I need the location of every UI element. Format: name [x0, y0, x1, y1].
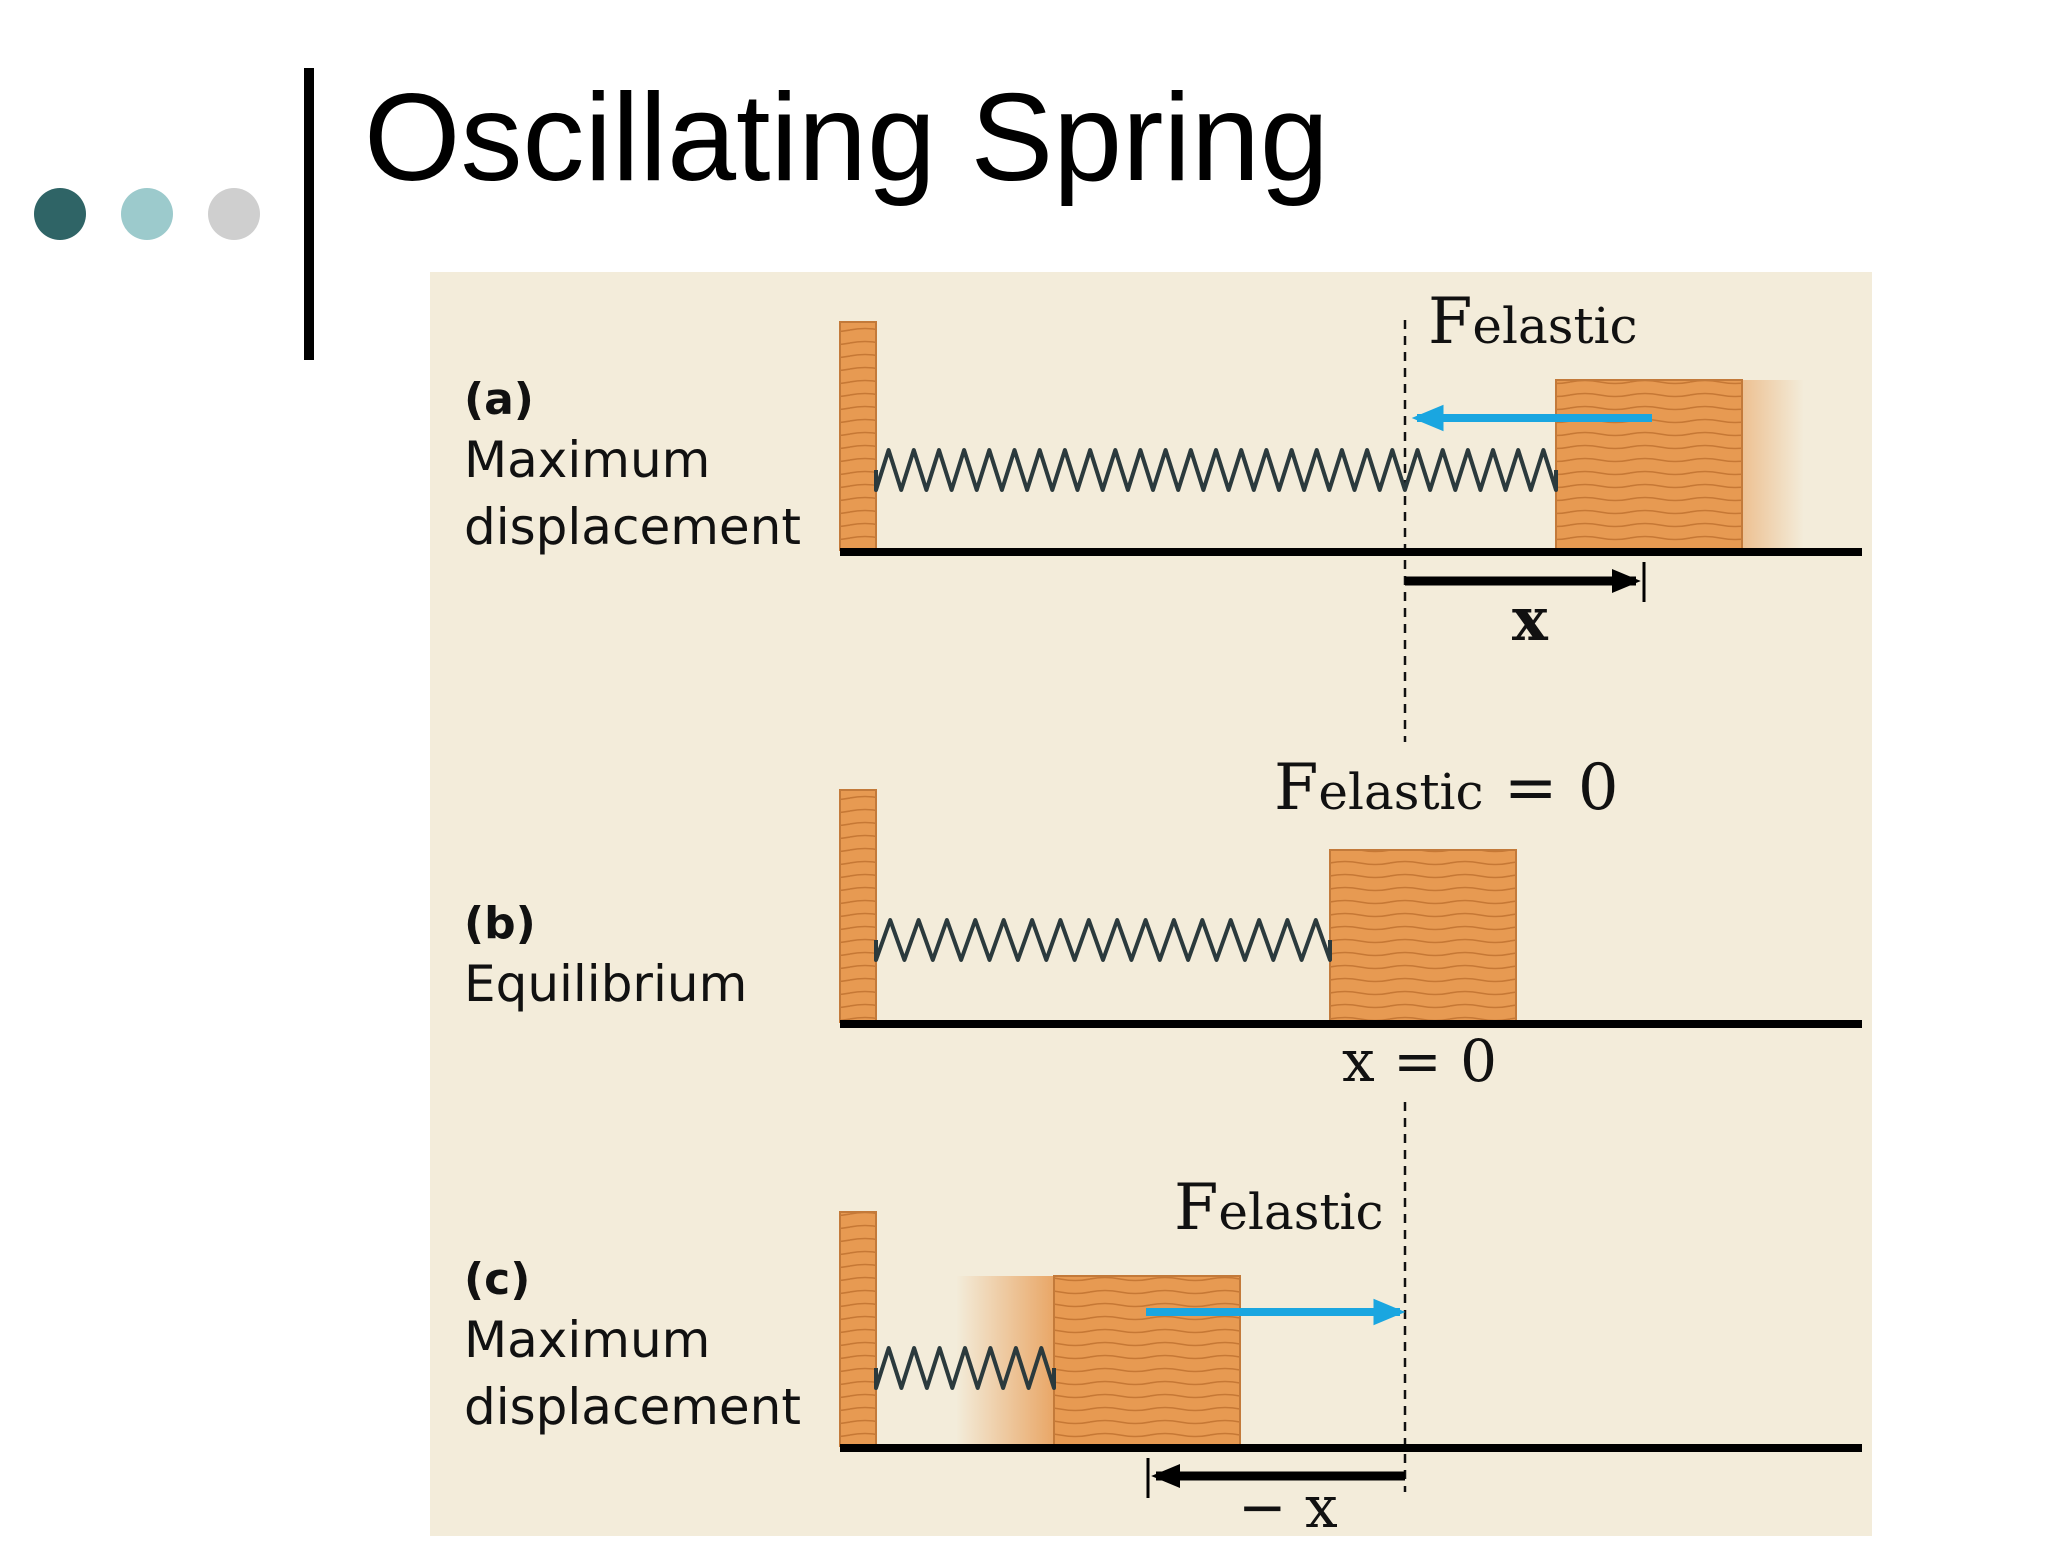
panel-b-description: Equilibrium: [464, 955, 748, 1013]
panel-c-description-line-2: displacement: [464, 1378, 801, 1436]
displacement-label-b: x = 0: [1342, 1027, 1498, 1095]
panel-b-tag: (b): [464, 898, 536, 949]
block-c: [1053, 1275, 1241, 1447]
force-equals-zero-b: = 0: [1483, 751, 1619, 825]
panel-a-tag: (a): [464, 374, 534, 425]
spring-diagram: (a) Maximum displacement (b) Equilibrium…: [430, 272, 1872, 1536]
panel-a-description-line-1: Maximum: [464, 431, 711, 489]
spring-a: [874, 448, 1558, 492]
diagram-graphics: [839, 320, 1862, 1498]
title-divider: [304, 68, 314, 360]
panel-b-graphic: [839, 789, 1862, 1028]
bullet-dot-light: [121, 188, 173, 240]
panel-c-tag: (c): [464, 1254, 531, 1305]
wall-c: [839, 1211, 877, 1447]
wall-a: [839, 321, 877, 551]
block-b: [1329, 849, 1517, 1023]
force-subscript-a: elastic: [1472, 297, 1638, 355]
wall-b: [839, 789, 877, 1023]
panel-a-label: (a) Maximum displacement: [464, 372, 801, 561]
displacement-label-c: − x: [1238, 1473, 1338, 1541]
spring-c: [874, 1346, 1056, 1390]
force-symbol-a: F: [1428, 285, 1473, 359]
panel-a-graphic: [839, 321, 1862, 602]
panel-a-description-line-2: displacement: [464, 498, 801, 556]
panel-b-label: (b) Equilibrium: [464, 896, 747, 1018]
force-label-c: Felastic: [1174, 1176, 1384, 1240]
force-label-b: Felastic = 0: [1274, 756, 1619, 820]
panel-c-label: (c) Maximum displacement: [464, 1252, 801, 1441]
force-label-a: Felastic: [1428, 290, 1638, 354]
bullet-dot-dark: [34, 188, 86, 240]
spring-b: [874, 918, 1332, 962]
force-subscript-b: elastic: [1318, 763, 1484, 821]
slide-title: Oscillating Spring: [364, 69, 1329, 207]
bullet-dot-grey: [208, 188, 260, 240]
block-a: [1555, 379, 1743, 551]
force-symbol-c: F: [1174, 1171, 1219, 1245]
panel-c-graphic: [839, 1211, 1862, 1498]
force-subscript-c: elastic: [1218, 1183, 1384, 1241]
force-symbol-b: F: [1274, 751, 1319, 825]
panel-c-description-line-1: Maximum: [464, 1311, 711, 1369]
displacement-label-a: x: [1512, 585, 1548, 655]
